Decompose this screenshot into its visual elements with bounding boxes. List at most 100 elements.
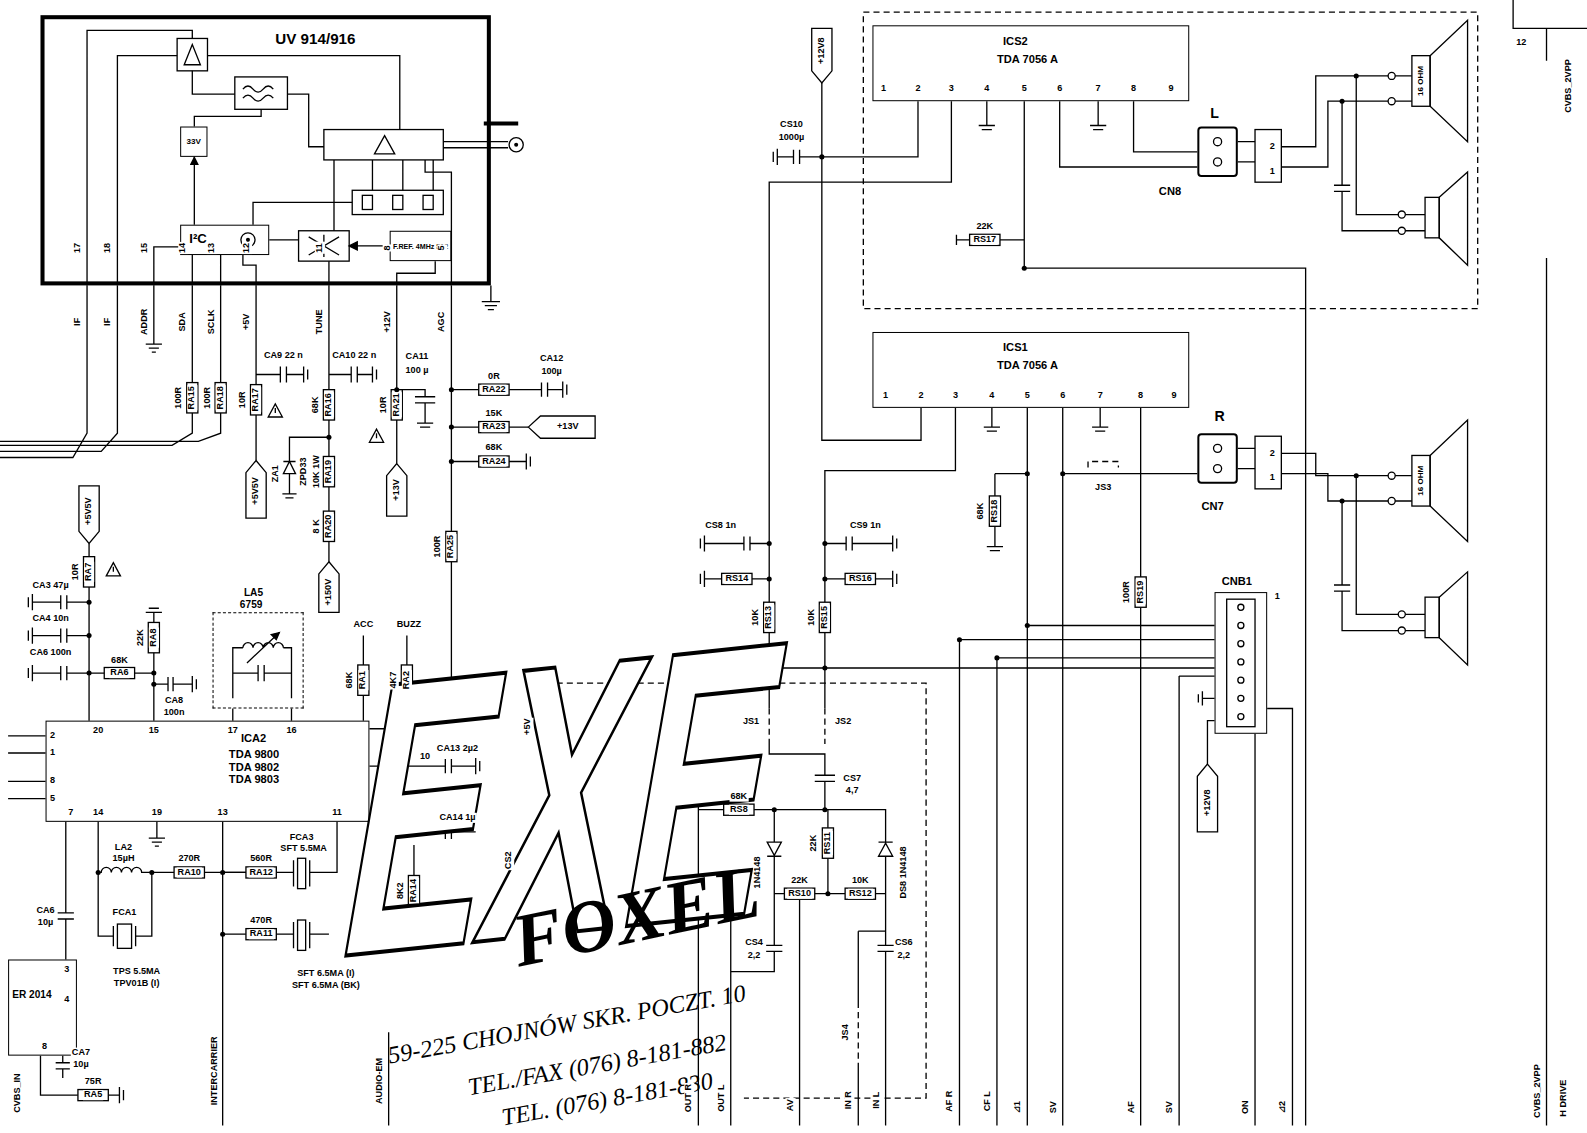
schematic-label: 22K — [136, 628, 146, 647]
schematic-label: 17 — [227, 726, 239, 736]
tuner-internals — [393, 195, 403, 209]
schematic-label: 100R — [174, 386, 184, 410]
wire — [1398, 627, 1405, 634]
resistor-symbol — [784, 888, 814, 899]
regulator-box: 33V — [180, 127, 207, 157]
wire — [1238, 142, 1255, 469]
schematic-label: 10 — [419, 752, 431, 762]
schematic-label: 2 — [49, 731, 56, 741]
schematic-label: +12V — [383, 310, 393, 334]
schematic-label: 1 — [1274, 592, 1281, 602]
tuner-internals — [177, 38, 207, 70]
schematic-label: 4,7 — [845, 785, 860, 795]
schematic-label: CS9 1n — [849, 521, 882, 531]
schematic-label: CA13 2µ2 — [436, 744, 479, 754]
wire — [329, 285, 377, 561]
wire — [1238, 714, 1244, 720]
schematic-label: 3 — [63, 965, 70, 975]
resistor-symbol — [479, 422, 509, 433]
junction-dot — [96, 870, 101, 875]
wire — [1412, 56, 1430, 107]
schematic-label: 270R — [177, 854, 201, 864]
schematic-label: RA24 — [481, 457, 506, 467]
resistor-symbol — [989, 496, 1000, 526]
wire — [1388, 98, 1395, 105]
wire — [528, 416, 595, 438]
schematic-label: 8 — [383, 244, 393, 251]
schematic-label: OUT R — [684, 1083, 694, 1113]
wire — [815, 775, 835, 809]
junction-dot — [1340, 99, 1345, 104]
schematic-label: 0R — [487, 372, 501, 382]
wire — [117, 924, 131, 948]
schematic-label: CVBS_IN — [13, 1072, 23, 1114]
resistor-symbol — [78, 1090, 108, 1101]
resistor-symbol — [479, 384, 509, 395]
schematic-label: 14 — [178, 242, 188, 254]
wire — [28, 628, 89, 644]
junction-dot — [149, 870, 154, 875]
schematic-label: 560R — [249, 854, 273, 864]
resistor-symbol — [819, 602, 830, 632]
wire — [282, 437, 329, 498]
node-label: ICS1 — [1003, 341, 1028, 354]
junction-dot — [957, 637, 962, 642]
wire — [979, 101, 1107, 129]
schematic-label: IN L — [871, 1091, 881, 1110]
schematic-label: 5 — [437, 244, 447, 251]
node-label: ICS2 — [1003, 34, 1028, 47]
wire — [1388, 472, 1395, 479]
schematic-label: RS17 — [972, 235, 997, 245]
schematic-label: CA7 — [71, 1048, 91, 1058]
schematic-label: IN R — [844, 1090, 854, 1110]
schematic-label: R — [1213, 409, 1225, 425]
resistor-symbol — [323, 456, 334, 486]
wire — [1439, 572, 1467, 665]
schematic-label: ZA1 — [271, 464, 281, 483]
schematic-label: 19 — [151, 808, 163, 818]
resistor-symbol — [250, 385, 261, 415]
junction-dot — [819, 154, 824, 159]
wire — [1255, 130, 1281, 183]
schematic-label: AUDIO-EM — [375, 1057, 385, 1105]
speaker-connector: CN8 — [1197, 127, 1237, 178]
wire — [1238, 695, 1244, 701]
schematic-label: CA6 100n — [29, 648, 73, 658]
wire — [1513, 0, 1587, 1125]
wire — [28, 665, 154, 681]
schematic-label: 100R — [433, 535, 443, 559]
schematic-label: 1 — [1269, 167, 1276, 177]
schematic-label: 10K — [807, 608, 817, 627]
schematic-label: 15K — [485, 409, 504, 419]
schematic-label: 100µ — [540, 366, 562, 376]
wire — [28, 544, 89, 721]
wire — [0, 285, 221, 457]
schematic-label: 7 — [67, 808, 74, 818]
node-label: TDA 7056 A — [997, 53, 1058, 66]
resistor-symbol — [246, 867, 276, 878]
wire — [1198, 691, 1214, 764]
schematic-label: +12V8 — [817, 36, 827, 65]
schematic-label: RA1 — [358, 670, 368, 690]
schematic-label: 8 — [49, 776, 56, 786]
schematic-label: 3 — [948, 84, 955, 94]
schematic-label: RA17 — [251, 387, 261, 412]
resistor-symbol — [187, 383, 198, 413]
resistor-symbol — [1135, 577, 1146, 607]
schematic-label: 10R — [71, 562, 81, 581]
schematic-label: AGC — [437, 311, 447, 333]
schematic-label: CVBS_2VPP — [1533, 1063, 1543, 1119]
schematic-label: ⊿2 — [1278, 1100, 1288, 1115]
junction-dot — [822, 576, 827, 581]
schematic-label: 8K2 — [396, 881, 406, 900]
schematic-label: CA3 47µ — [32, 581, 70, 591]
schematic-label: +13V — [392, 478, 402, 502]
schematic-label: SDA — [178, 311, 188, 332]
resistor-symbol — [323, 511, 334, 541]
junction-dot — [87, 633, 92, 638]
node-label: TDA 7056 A — [997, 359, 1058, 372]
schematic-label: +150V — [324, 578, 334, 607]
schematic-label: FCA1 — [112, 908, 138, 918]
